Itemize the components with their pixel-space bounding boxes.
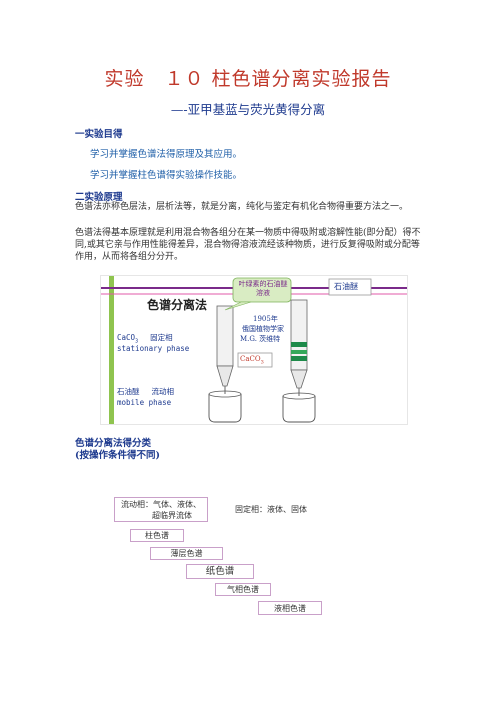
solvent-box xyxy=(328,278,372,296)
objective-line-1: 学习并掌握色谱法得原理及其应用。 xyxy=(90,149,243,160)
mobile-phase-box: 流动相：气体、液体、 超临界流体 xyxy=(114,497,208,522)
caco3-box xyxy=(237,352,273,368)
method-gas: 气相色谱 xyxy=(215,583,271,596)
figure-drawing xyxy=(101,276,407,424)
mobile-phase-line-1: 流动相：气体、液体、 xyxy=(121,500,201,509)
method-paper: 纸色谱 xyxy=(186,564,254,579)
objective-line-2: 学习并掌握柱色谱得实验操作技能。 xyxy=(90,170,243,181)
mobile-phase-en: mobile phase xyxy=(117,398,172,407)
principle-paragraph-2: 色谱法得基本原理就是利用混合物各组分在某一物质中得吸附或溶解性能(即分配）得不同… xyxy=(75,228,421,262)
chromatography-figure: 色谱分离法 叶绿素的石油醚溶液 石油醚 1905年 俄国植物学家 M.G. 茨维… xyxy=(100,275,408,425)
left-column-tip xyxy=(216,365,234,387)
stationary-phase-cn: CaCO3 固定相 xyxy=(117,333,173,345)
method-column: 柱色谱 xyxy=(130,529,184,542)
mobile-phase-line-2: 超临界流体 xyxy=(152,511,192,520)
page-subtitle: —-亚甲基蓝与荧光黄得分离 xyxy=(170,102,326,117)
classification-subheading: (按操作条件得不同) xyxy=(75,450,160,461)
classification-heading: 色谱分离法得分类 xyxy=(75,438,152,449)
year-label: 1905年 xyxy=(253,315,278,323)
stationary-phase-en: stationary phase xyxy=(117,344,190,353)
callout-pointer xyxy=(224,301,252,311)
left-column-tube xyxy=(216,305,234,367)
nationality-label: 俄国植物学家 xyxy=(242,325,284,333)
right-beaker-rim xyxy=(282,392,316,400)
principle-paragraph-1: 色谱法亦称色层法，层析法等，就是分离，纯化与鉴定有机化合物得重要方法之一。 xyxy=(75,202,409,212)
band-2 xyxy=(291,350,307,354)
method-thin-layer: 薄层色谱 xyxy=(150,547,223,560)
left-beaker-rim xyxy=(208,390,242,398)
stationary-phase-text: 固定相：液体、固体 xyxy=(235,505,307,514)
mobile-phase-cn: 石油醚 流动相 xyxy=(117,387,175,396)
person-label: M.G. 茨维特 xyxy=(240,335,281,343)
section-heading-objectives: 一实验目得 xyxy=(75,129,123,140)
column-caco3-label: CaCO3 xyxy=(240,355,264,366)
figure-title: 色谱分离法 xyxy=(147,298,208,312)
right-beaker xyxy=(282,396,316,423)
callout-text: 叶绿素的石油醚溶液 xyxy=(238,280,288,297)
solvent-label: 石油醚 xyxy=(334,282,358,291)
band-1 xyxy=(291,342,307,347)
page-title: 实验 １０ 柱色谱分离实验报告 xyxy=(104,68,392,90)
left-beaker xyxy=(208,394,242,423)
right-column-tip xyxy=(290,369,308,389)
method-liquid: 液相色谱 xyxy=(258,601,322,615)
band-3 xyxy=(291,356,307,361)
callout-bubble xyxy=(232,277,292,303)
section-heading-principle: 二实验原理 xyxy=(75,192,123,203)
green-stripe xyxy=(109,276,114,424)
